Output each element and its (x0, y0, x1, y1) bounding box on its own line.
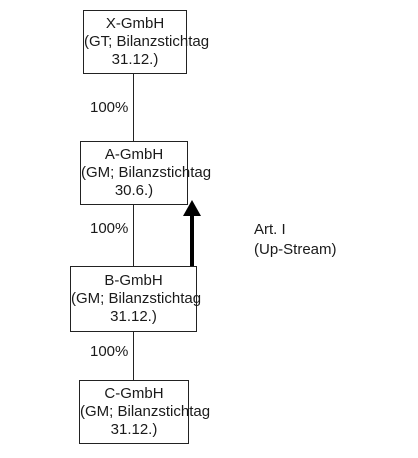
ownership-percent-label: 100% (90, 220, 129, 237)
entity-box-x-gmbh: X-GmbH (GT; Bilanzstichtag 31.12.) (83, 10, 210, 74)
ownership-percent-label: 100% (90, 99, 129, 116)
entity-name: X-GmbH (105, 15, 165, 32)
entity-detail: 31.12.) (111, 51, 159, 68)
upstream-arrow (183, 200, 201, 266)
entity-detail: 31.12.) (110, 308, 157, 325)
entity-detail: 30.6.) (114, 182, 154, 199)
ownership-line-a-b (133, 205, 134, 266)
entity-name: A-GmbH (104, 146, 164, 163)
upstream-annotation: Art. I (Up-Stream) (254, 220, 337, 260)
entity-box-b-gmbh: B-GmbH (GM; Bilanzstichtag 31.12.) (70, 266, 202, 332)
ownership-line-b-c (133, 332, 134, 380)
upstream-arrow-head (183, 200, 201, 216)
entity-detail: (GT; Bilanzstichtag (84, 33, 210, 50)
annotation-label: Art. I (254, 221, 286, 238)
entity-name: B-GmbH (104, 272, 163, 289)
ownership-line-x-a (133, 74, 134, 141)
entity-detail: (GM; Bilanzstichtag (81, 164, 212, 181)
entity-box-c-gmbh: C-GmbH (GM; Bilanzstichtag 31.12.) (79, 380, 211, 444)
ownership-percent-label: 100% (90, 343, 129, 360)
entity-detail: (GM; Bilanzstichtag (80, 403, 211, 420)
entity-box-a-gmbh: A-GmbH (GM; Bilanzstichtag 30.6.) (80, 141, 212, 205)
entity-name: C-GmbH (104, 385, 164, 402)
entity-detail: 31.12.) (110, 421, 158, 438)
entity-detail: (GM; Bilanzstichtag (71, 290, 202, 307)
annotation-sublabel: (Up-Stream) (254, 241, 337, 258)
